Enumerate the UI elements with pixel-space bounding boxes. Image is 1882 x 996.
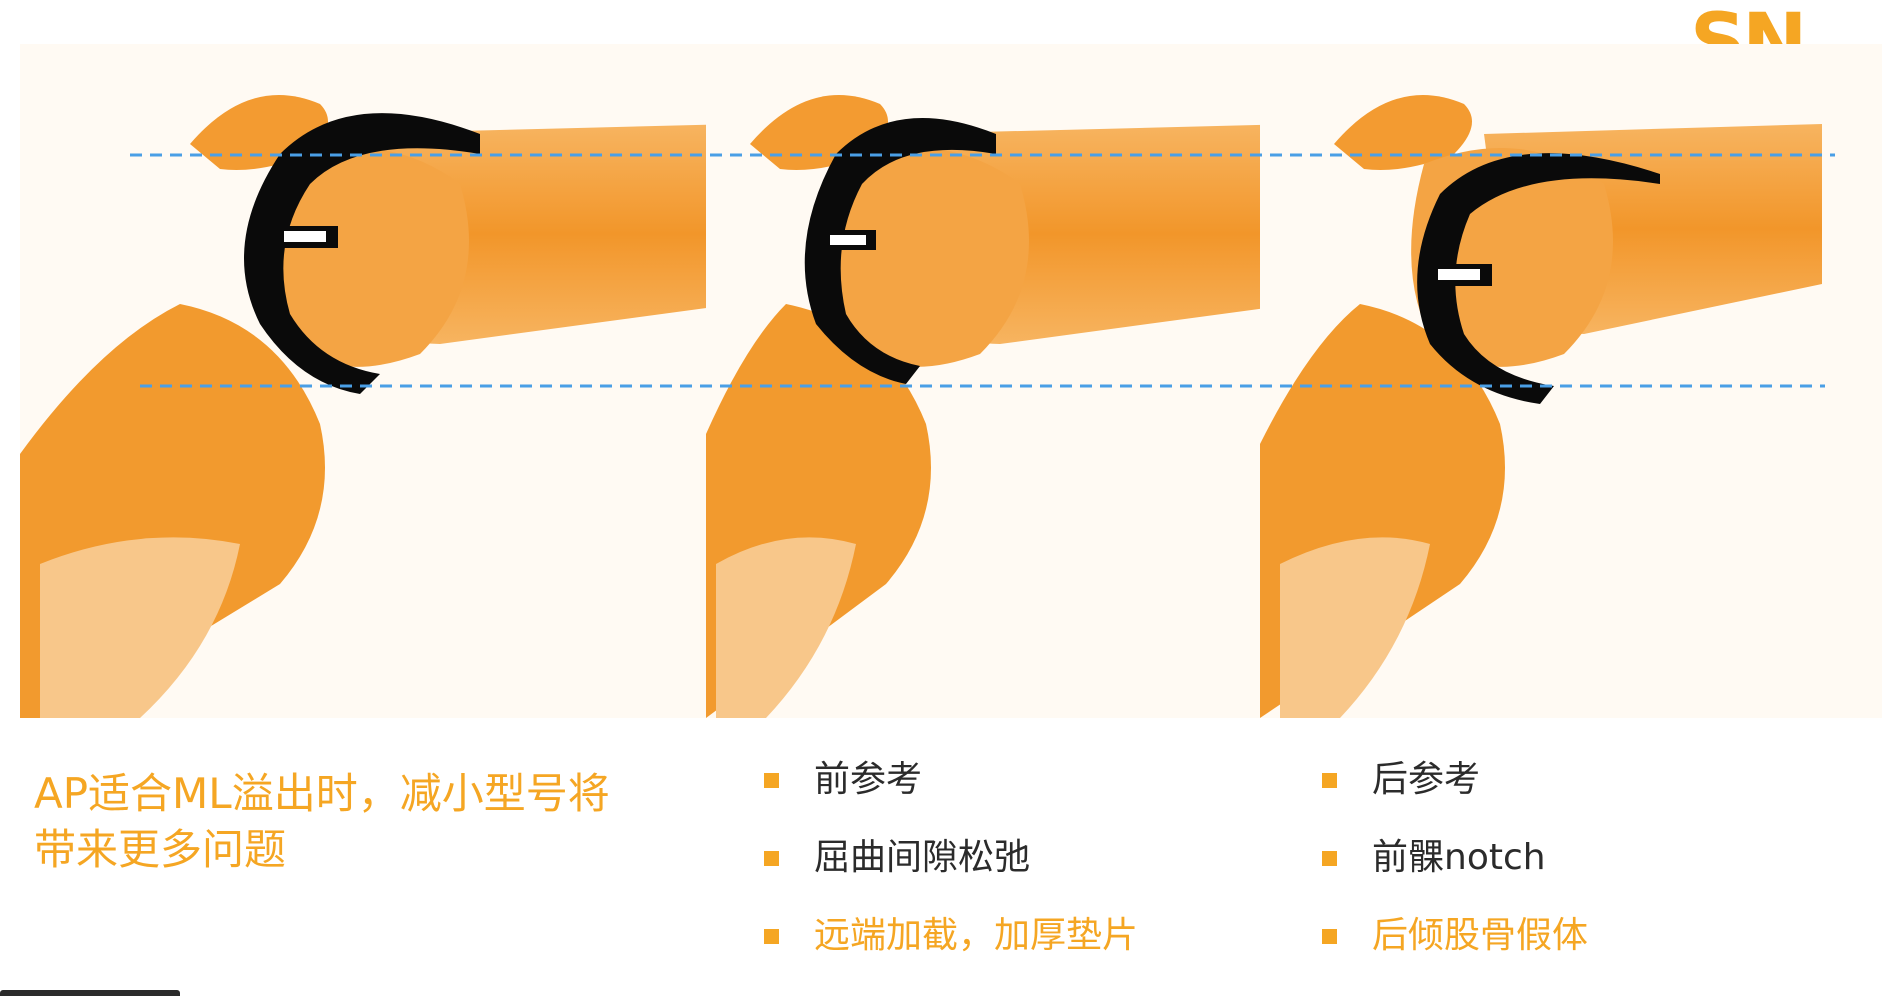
bullet-list-anterior: 前参考 屈曲间隙松弛 远端加截，加厚垫片 bbox=[760, 754, 1138, 988]
bullet-square-icon bbox=[764, 773, 779, 788]
bullet-item: 远端加截，加厚垫片 bbox=[760, 910, 1138, 988]
bullet-square-icon bbox=[1322, 929, 1337, 944]
bullet-text: 远端加截，加厚垫片 bbox=[814, 915, 1139, 956]
tibia-shadow bbox=[1280, 537, 1430, 718]
bullet-item: 前参考 bbox=[760, 754, 1138, 832]
bullet-text: 屈曲间隙松弛 bbox=[814, 837, 1031, 878]
bullet-text: 后倾股骨假体 bbox=[1372, 915, 1589, 956]
main-statement-line-2: 带来更多问题 bbox=[34, 825, 287, 874]
bullet-item: 后参考 bbox=[1318, 754, 1588, 832]
bullet-list-posterior: 后参考 前髁notch 后倾股骨假体 bbox=[1318, 754, 1588, 988]
bullet-square-icon bbox=[1322, 851, 1337, 866]
taskbar-edge bbox=[0, 990, 180, 996]
bullet-text: 后参考 bbox=[1372, 759, 1481, 800]
bullet-square-icon bbox=[764, 929, 779, 944]
bullet-square-icon bbox=[1322, 773, 1337, 788]
main-statement: AP适合ML溢出时，减小型号将 带来更多问题 bbox=[34, 766, 714, 878]
main-statement-line-1: AP适合ML溢出时，减小型号将 bbox=[34, 769, 610, 818]
bullet-item: 屈曲间隙松弛 bbox=[760, 832, 1138, 910]
bullet-text: 前髁notch bbox=[1372, 837, 1546, 878]
femoral-implant bbox=[244, 113, 480, 394]
tibia-shadow bbox=[716, 537, 856, 718]
patella-bone bbox=[1334, 95, 1472, 170]
femoral-condyle bbox=[267, 148, 469, 367]
bullet-item: 后倾股骨假体 bbox=[1318, 910, 1588, 988]
tibia-shadow bbox=[40, 537, 240, 718]
femoral-implant bbox=[804, 118, 996, 384]
bullet-square-icon bbox=[764, 851, 779, 866]
bullet-text: 前参考 bbox=[814, 759, 923, 800]
femoral-implant bbox=[1417, 153, 1660, 404]
femoral-condyle bbox=[827, 148, 1029, 367]
bullet-item: 前髁notch bbox=[1318, 832, 1588, 910]
